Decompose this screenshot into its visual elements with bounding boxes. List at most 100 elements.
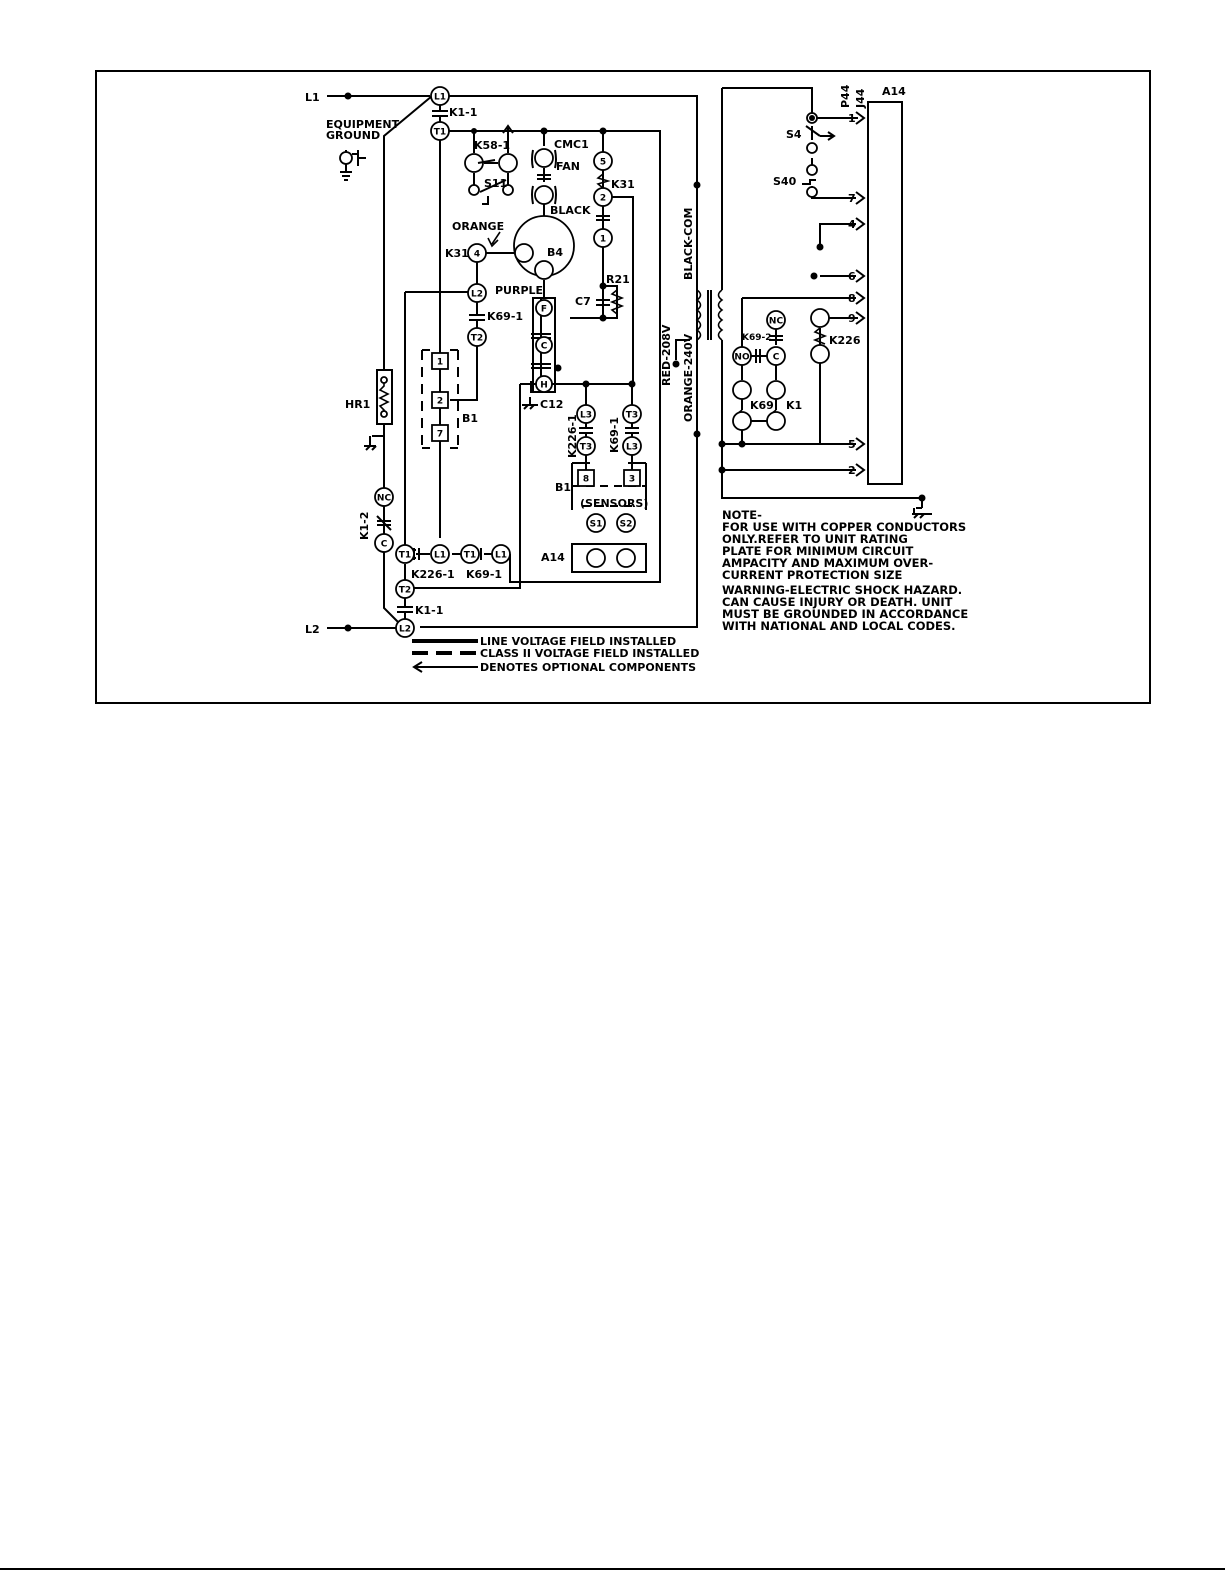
label-r21: R21 <box>606 273 630 286</box>
label-b1: B1 <box>462 412 478 425</box>
terminal-l1: L1 <box>434 93 446 103</box>
label-purple: PURPLE <box>495 284 543 297</box>
note-line-2: ONLY.REFER TO UNIT RATING <box>722 532 908 546</box>
warning-line-4: WITH NATIONAL AND LOCAL CODES. <box>722 619 956 633</box>
label-k69-1-vert: K69-1 <box>608 417 621 453</box>
a14-sensor-box <box>571 543 647 573</box>
label-p44: P44 <box>839 84 852 108</box>
label-equipment-ground-1: EQUIPMENT <box>326 118 400 131</box>
terminal-c-k1: C <box>381 540 388 550</box>
label-k1-2: K1-2 <box>358 512 371 540</box>
terminal-b4-c: C <box>541 342 548 352</box>
label-b4: B4 <box>547 246 563 259</box>
terminal-b1-8: 8 <box>583 475 589 485</box>
pin-2: 2 <box>848 464 856 477</box>
label-k1-1-bottom: K1-1 <box>415 604 443 617</box>
label-b1-sensors: B1 <box>555 481 571 494</box>
terminal-l3-a: L3 <box>580 411 592 421</box>
terminal-k31-4: 4 <box>474 250 480 260</box>
terminal-k31-2: 2 <box>600 194 606 204</box>
note-heading: NOTE- <box>722 508 762 522</box>
label-k58-1: K58-1 <box>474 139 510 152</box>
note-block: NOTE- FOR USE WITH COPPER CONDUCTORS ONL… <box>722 508 968 633</box>
terminal-t1-bottom-b: T1 <box>464 551 476 561</box>
label-fan: FAN <box>556 160 580 173</box>
warning-line-3: MUST BE GROUNDED IN ACCORDANCE <box>722 607 968 621</box>
label-red-208v: RED-208V <box>660 324 673 386</box>
label-j44: J44 <box>854 88 867 109</box>
warning-line-1: WARNING-ELECTRIC SHOCK HAZARD. <box>722 583 962 597</box>
label-k226-1-vert: K226-1 <box>566 414 579 458</box>
label-l1: L1 <box>305 91 320 104</box>
terminal-nc-k69: NC <box>769 317 784 327</box>
label-orange: ORANGE <box>452 220 504 233</box>
terminal-t2-mid: T2 <box>471 334 483 344</box>
label-black: BLACK <box>550 204 591 217</box>
label-k226: K226 <box>829 334 861 347</box>
label-s4: S4 <box>786 128 802 141</box>
terminals: L1 T1 5 2 1 4 L2 T2 1 2 7 F C H L3 T3 T3… <box>374 86 830 638</box>
terminal-s1: S1 <box>590 520 603 530</box>
pin-8: 8 <box>848 292 856 305</box>
label-k31-right: K31 <box>611 178 635 191</box>
label-c7: C7 <box>575 295 591 308</box>
legend: LINE VOLTAGE FIELD INSTALLED CLASS II VO… <box>412 635 699 674</box>
label-c12: C12 <box>540 398 563 411</box>
terminal-l3-b: L3 <box>626 443 638 453</box>
junctions <box>344 92 926 632</box>
legend-optional: DENOTES OPTIONAL COMPONENTS <box>480 661 696 674</box>
terminal-b1-2: 2 <box>437 397 443 407</box>
label-equipment-ground-2: GROUND <box>326 129 380 142</box>
terminal-c-k69: C <box>773 353 780 363</box>
terminal-b4-h: H <box>540 381 548 391</box>
label-k226-1-horiz: K226-1 <box>411 568 455 581</box>
legend-arrow <box>412 661 478 673</box>
terminal-b1-1: 1 <box>437 358 443 368</box>
terminal-t3-a: T3 <box>580 443 592 453</box>
terminal-nc-k1: NC <box>377 494 392 504</box>
label-k69-1-mid: K69-1 <box>487 310 523 323</box>
pin-5: 5 <box>848 438 856 451</box>
terminal-l1-bottom-a: L1 <box>434 551 446 561</box>
terminal-k31-1: 1 <box>600 235 606 245</box>
note-line-5: CURRENT PROTECTION SIZE <box>722 568 902 582</box>
labels: L1 L2 EQUIPMENT GROUND HR1 K1-2 K1-1 K1-… <box>305 84 906 636</box>
label-k69: K69 <box>750 399 774 412</box>
label-s40: S40 <box>773 175 797 188</box>
diagram-frame <box>95 70 1151 704</box>
terminal-t3-b: T3 <box>626 411 638 421</box>
terminal-l2-bottom: L2 <box>399 625 411 635</box>
connector-pins: 1 7 4 6 8 9 5 2 <box>848 112 856 477</box>
label-cmc1: CMC1 <box>554 138 589 151</box>
warning-line-2: CAN CAUSE INJURY OR DEATH. UNIT <box>722 595 953 609</box>
terminal-t1: T1 <box>434 128 446 138</box>
label-k69-1-horiz: K69-1 <box>466 568 502 581</box>
pin-1: 1 <box>848 112 856 125</box>
label-k69-2: K69-2 <box>742 333 772 343</box>
label-k31-left: K31 <box>445 247 469 260</box>
terminal-no-k69: NO <box>734 353 750 363</box>
label-a14-mid: A14 <box>541 551 565 564</box>
terminal-s2: S2 <box>620 520 633 530</box>
terminal-l2-mid: L2 <box>471 290 483 300</box>
terminal-b4-f: F <box>541 305 547 315</box>
label-k1: K1 <box>786 399 802 412</box>
terminal-t2-bottom: T2 <box>399 586 411 596</box>
legend-line-voltage: LINE VOLTAGE FIELD INSTALLED <box>480 635 676 648</box>
note-line-4: AMPACITY AND MAXIMUM OVER- <box>722 556 933 570</box>
page-bottom-rule <box>0 1568 1225 1570</box>
terminal-l1-bottom-b: L1 <box>495 551 507 561</box>
label-k1-1-top: K1-1 <box>449 106 477 119</box>
terminal-t1-bottom-a: T1 <box>399 551 411 561</box>
label-sensors: (SENSORS) <box>580 497 648 510</box>
terminal-b1-3: 3 <box>629 475 635 485</box>
pin-6: 6 <box>848 270 856 283</box>
terminal-b1-7: 7 <box>437 430 443 440</box>
a14-module <box>867 101 903 485</box>
pin-4: 4 <box>848 218 856 231</box>
pin-7: 7 <box>848 192 856 205</box>
hr1-heater <box>376 369 393 425</box>
label-black-com: BLACK-COM <box>682 208 695 280</box>
legend-class-ii: CLASS II VOLTAGE FIELD INSTALLED <box>480 647 699 660</box>
